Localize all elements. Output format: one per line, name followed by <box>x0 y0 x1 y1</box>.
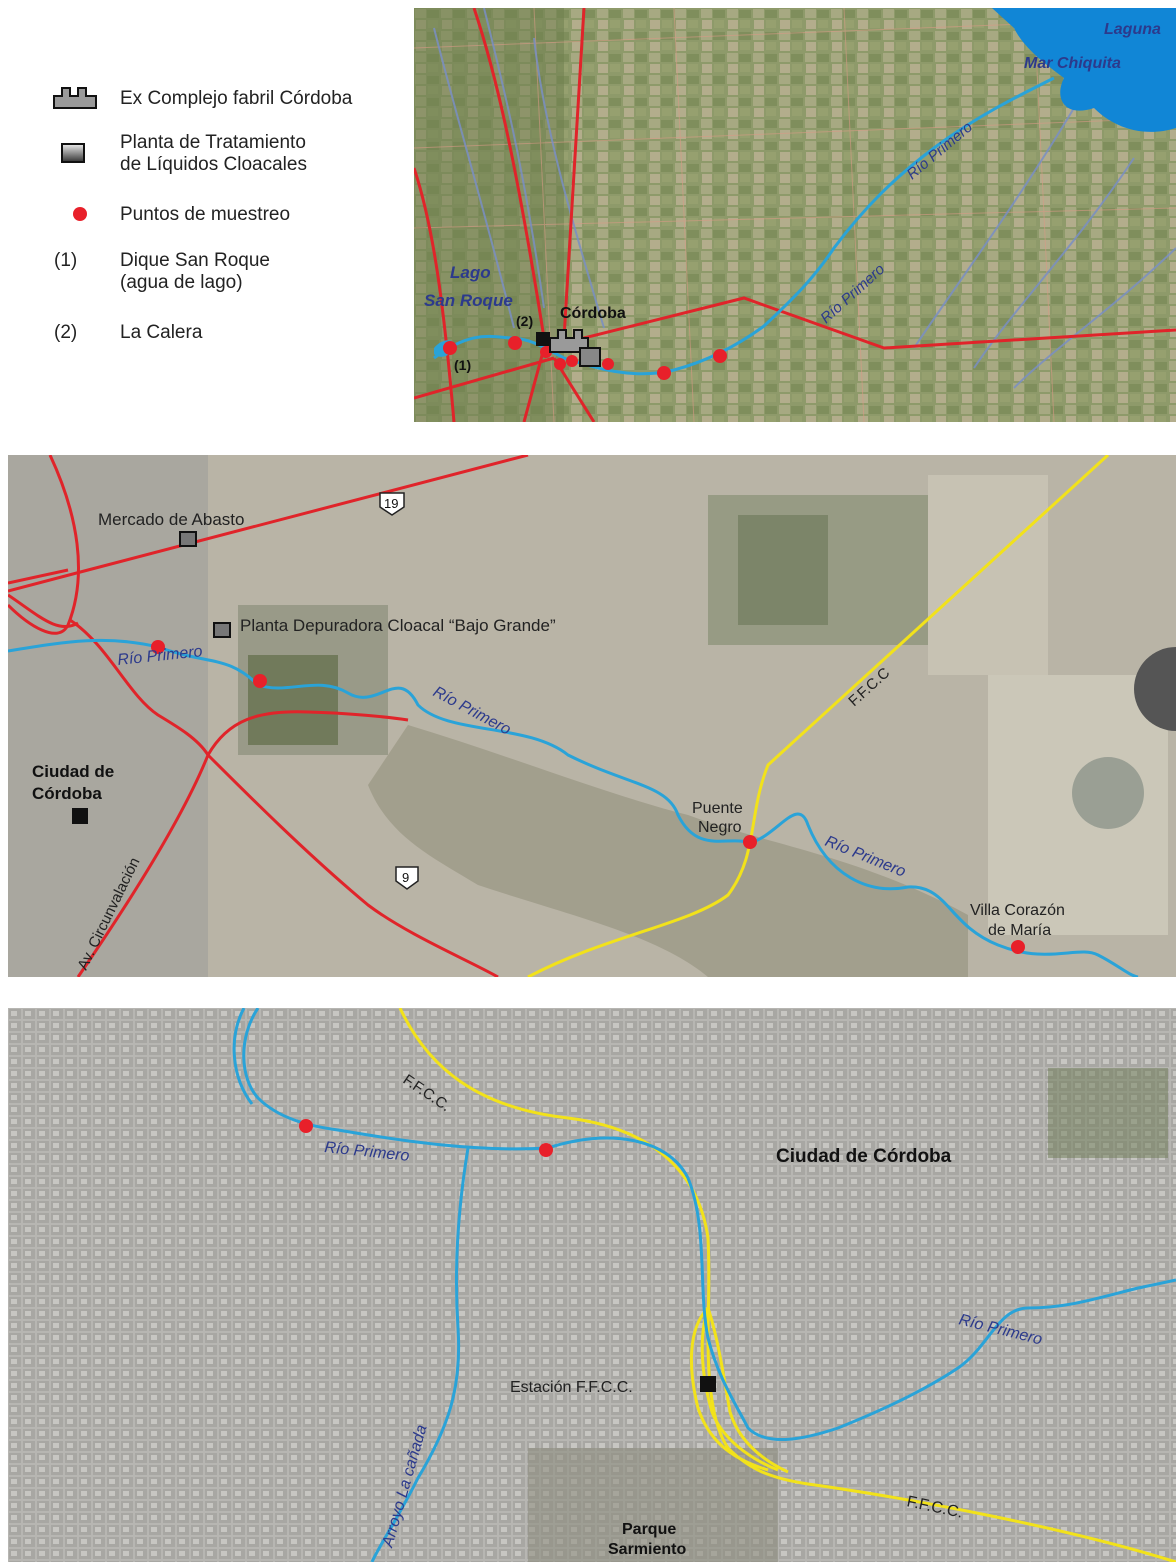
label-villa-1: Villa Corazón <box>970 902 1065 919</box>
river-corridor-map: 19 9 Mercado de Abasto Planta Depuradora… <box>8 455 1176 977</box>
legend-text: La Calera <box>120 322 203 343</box>
city-marker <box>72 808 88 824</box>
urban-map: F.F.C.C. F.F.C.C. Río Primero Río Primer… <box>8 1008 1176 1562</box>
sampling-point-icon <box>73 207 87 221</box>
label-san-roque: San Roque <box>424 291 513 310</box>
rio-primero-river <box>232 1008 1176 1441</box>
legend-text: Planta de Tratamiento de Líquidos Cloaca… <box>120 132 307 175</box>
legend-text: Puntos de muestreo <box>120 204 291 225</box>
legend-text: Ex Complejo fabril Córdoba <box>120 88 353 109</box>
pivot-field <box>1072 757 1144 829</box>
label-point-1: (1) <box>454 357 471 373</box>
sampling-points <box>443 336 727 380</box>
sampling-points <box>299 1119 553 1157</box>
label-mar-chiquita: Mar Chiquita <box>1024 55 1121 72</box>
legend-text: Dique San Roque (agua de lago) <box>120 250 270 293</box>
legend-item-sampling-point: Puntos de muestreo <box>0 202 414 232</box>
label-ciudad-1: Ciudad de <box>32 762 114 781</box>
legend-item-dique: (1) Dique San Roque (agua de lago) <box>0 250 414 300</box>
label-ciudad-de-cordoba: Ciudad de Córdoba <box>776 1146 952 1167</box>
label-puente-1: Puente <box>692 800 743 817</box>
label-puente-2: Negro <box>698 819 742 836</box>
route-9-shield: 9 <box>395 866 419 890</box>
route-9-label: 9 <box>402 870 409 885</box>
legend-item-la-calera: (2) La Calera <box>0 322 414 352</box>
map-legend: Ex Complejo fabril Córdoba Planta de Tra… <box>0 0 414 422</box>
plant-marker <box>536 332 550 346</box>
mercado-marker <box>179 531 197 547</box>
rio-primero-river <box>433 76 1055 376</box>
urban-map-panel: F.F.C.C. F.F.C.C. Río Primero Río Primer… <box>8 1008 1176 1562</box>
factory-icon <box>549 329 589 353</box>
label-parque-1: Parque <box>622 1521 676 1538</box>
label-cordoba: Córdoba <box>560 305 626 322</box>
legend-item-treatment-plant: Planta de Tratamiento de Líquidos Cloaca… <box>0 132 414 182</box>
route-19-shield: 19 <box>379 492 405 516</box>
station-marker <box>700 1376 716 1392</box>
label-lago: Lago <box>450 263 491 282</box>
legend-item-factory: Ex Complejo fabril Córdoba <box>0 84 414 114</box>
river-corridor-panel: 19 9 Mercado de Abasto Planta Depuradora… <box>8 455 1176 977</box>
parque-area <box>528 1448 778 1562</box>
label-ciudad-2: Córdoba <box>32 784 102 803</box>
label-parque-2: Sarmiento <box>608 1541 686 1558</box>
label-estacion: Estación F.F.C.C. <box>510 1379 633 1396</box>
legend-number: (1) <box>54 250 78 271</box>
legend-number: (2) <box>54 322 78 343</box>
label-planta: Planta Depuradora Cloacal “Bajo Grande” <box>240 616 556 635</box>
railway <box>527 455 1110 977</box>
regional-map: Laguna Mar Chiquita Río Primero Río Prim… <box>414 8 1176 422</box>
regional-map-panel: Laguna Mar Chiquita Río Primero Río Prim… <box>414 8 1176 422</box>
treatment-plant-icon <box>579 347 601 367</box>
pivot-field <box>1134 647 1176 731</box>
sampling-points <box>151 640 1025 954</box>
planta-marker <box>213 622 231 638</box>
label-point-2: (2) <box>516 313 533 329</box>
label-laguna: Laguna <box>1104 21 1161 38</box>
label-villa-2: de María <box>988 922 1051 939</box>
railway <box>398 1008 1176 1562</box>
arroyo-la-canada <box>370 1147 470 1562</box>
laguna-mar-chiquita <box>992 8 1176 132</box>
factory-icon <box>53 87 97 109</box>
treatment-plant-icon <box>61 143 85 163</box>
route-19-label: 19 <box>384 496 398 511</box>
label-mercado: Mercado de Abasto <box>98 510 244 529</box>
